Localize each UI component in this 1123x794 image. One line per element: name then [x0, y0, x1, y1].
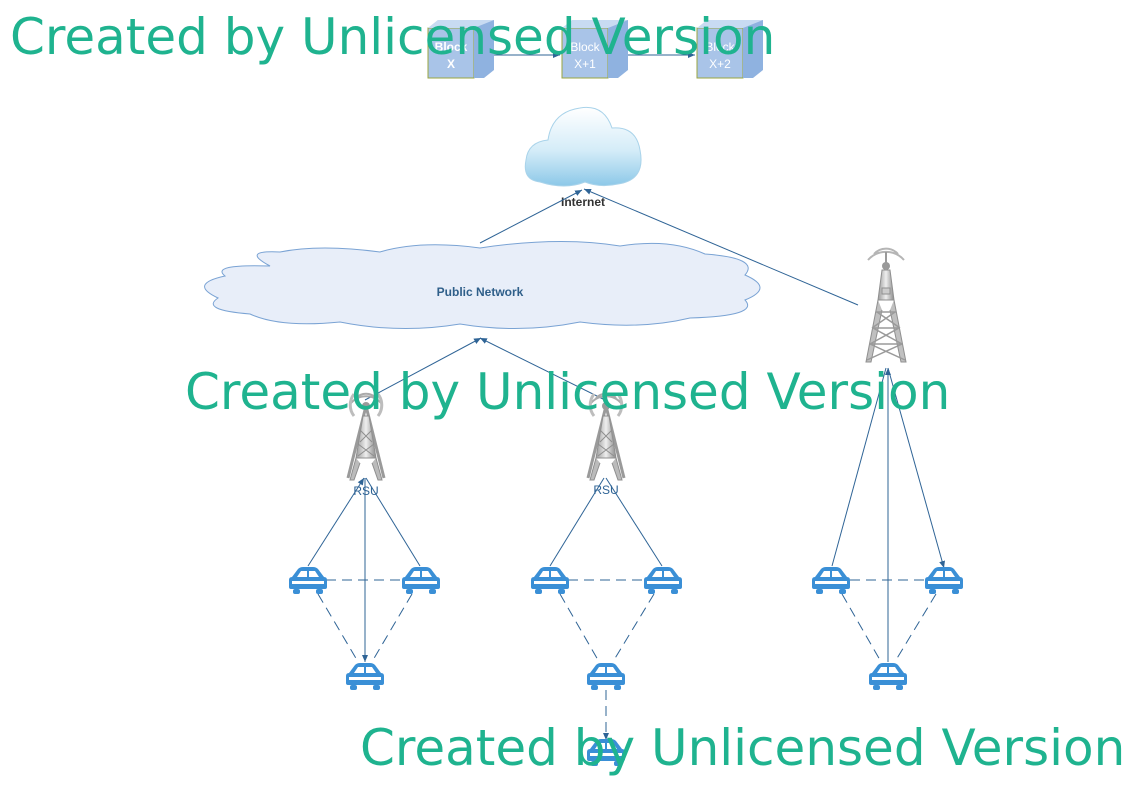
block-label-top: Block [435, 40, 468, 54]
car-icon[interactable] [531, 567, 569, 594]
base-station-tower[interactable] [865, 247, 907, 363]
blockchain: Block X Block X+1 Block X+2 [427, 20, 763, 79]
public-network-cloud[interactable]: Public Network [204, 240, 761, 330]
car-icon[interactable] [812, 567, 850, 594]
car-icon[interactable] [587, 663, 625, 690]
block-label-bottom: X [447, 57, 455, 71]
block-label-bottom: X+1 [574, 57, 596, 71]
rsu-middle[interactable]: RSU [586, 392, 626, 497]
block-label-top: Block [570, 40, 600, 54]
tower-icon [865, 247, 907, 363]
rsu-left[interactable]: RSU [346, 392, 386, 498]
rsu-label: RSU [353, 484, 378, 498]
cloud-icon [524, 106, 642, 187]
car-icon[interactable] [402, 567, 440, 594]
car-icon[interactable] [869, 663, 907, 690]
rsu-tower-icon [586, 392, 626, 482]
block-x-plus-2[interactable]: Block X+2 [696, 20, 763, 79]
car-icon[interactable] [346, 663, 384, 690]
rsu-tower-icon [346, 392, 386, 482]
public-network-shape [204, 240, 761, 330]
internet-label: Internet [561, 195, 605, 209]
car-icon[interactable] [587, 739, 625, 766]
network-links [364, 188, 859, 401]
rsu-label: RSU [593, 483, 618, 497]
car-icon[interactable] [644, 567, 682, 594]
public-network-label: Public Network [437, 285, 524, 299]
block-label-bottom: X+2 [709, 57, 731, 71]
car-icon[interactable] [925, 567, 963, 594]
vehicles [289, 567, 963, 766]
vehicle-links [307, 367, 946, 740]
block-x[interactable]: Block X [427, 20, 494, 79]
internet-cloud[interactable]: Internet [524, 106, 642, 209]
block-x-plus-1[interactable]: Block X+1 [561, 20, 628, 79]
block-label-top: Block [705, 40, 735, 54]
car-icon[interactable] [289, 567, 327, 594]
